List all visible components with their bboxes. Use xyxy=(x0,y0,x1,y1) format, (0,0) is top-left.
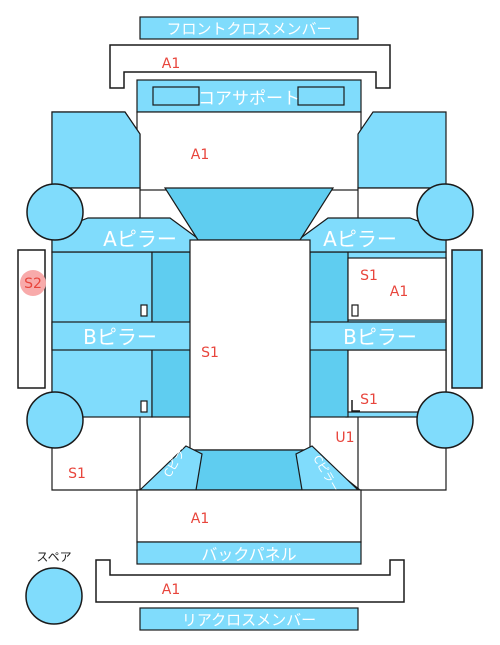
core-support-right-slot xyxy=(297,86,345,106)
wheel-rear-left[interactable] xyxy=(26,391,84,449)
front-cross-member-bracket xyxy=(109,44,391,89)
rear-cross-member-label: リアクロスメンバー xyxy=(182,611,316,629)
a-pillar-left-label: Aピラー xyxy=(103,227,177,251)
damage-code-right-lower-s1: S1 xyxy=(360,392,378,408)
spare-label: スペア xyxy=(36,550,71,564)
front-compartment[interactable] xyxy=(136,111,362,191)
damage-code-right-upper-a1: A1 xyxy=(390,284,408,300)
right-upper-marker xyxy=(351,304,359,317)
damage-code-left-side: S2 xyxy=(24,276,42,292)
left-lower-marker xyxy=(140,400,148,413)
wheel-front-right[interactable] xyxy=(416,183,474,241)
rear-cross-member-bracket xyxy=(95,559,405,603)
back-panel[interactable] xyxy=(136,541,362,565)
core-support-panel[interactable] xyxy=(136,79,362,113)
s2-marker xyxy=(20,270,46,296)
damage-code-right-lower-u1: U1 xyxy=(335,430,354,446)
right-lower-marker xyxy=(351,400,360,412)
damage-code-rear-area: A1 xyxy=(191,511,209,527)
damage-code-left-rear: S1 xyxy=(68,466,86,482)
front-cross-member-panel[interactable] xyxy=(139,16,359,40)
damage-code-right-upper-s1: S1 xyxy=(360,268,378,284)
right-upper-door-area[interactable] xyxy=(347,257,447,321)
core-support-label: コアサポート xyxy=(198,89,300,109)
left-upper-marker xyxy=(140,304,148,317)
rear-cross-member-panel[interactable] xyxy=(139,607,359,631)
back-panel-label: バックパネル xyxy=(201,545,296,564)
b-pillar-right-label: Bピラー xyxy=(343,325,417,349)
cabin-floor[interactable] xyxy=(189,239,311,451)
damage-code-center: S1 xyxy=(201,345,219,361)
right-front-fender-panel[interactable] xyxy=(357,111,447,189)
damage-code-rear-cross: A1 xyxy=(162,582,180,598)
spare-tire[interactable] xyxy=(25,567,83,625)
b-pillar-right-panel[interactable] xyxy=(307,321,447,351)
wheel-front-left[interactable] xyxy=(26,183,84,241)
damage-code-front-cross: A1 xyxy=(162,56,180,72)
a-pillar-right-label: Aピラー xyxy=(323,227,397,251)
b-pillar-left-label: Bピラー xyxy=(83,325,157,349)
wheel-rear-right[interactable] xyxy=(416,391,474,449)
right-side-skirt[interactable] xyxy=(451,249,483,389)
rear-compartment[interactable] xyxy=(136,489,362,543)
core-support-left-slot xyxy=(152,86,200,106)
front-cross-member-label: フロントクロスメンバー xyxy=(166,20,331,38)
b-pillar-left-panel[interactable] xyxy=(51,321,193,351)
left-front-fender-panel[interactable] xyxy=(51,111,141,189)
damage-code-front-area: A1 xyxy=(191,147,209,163)
